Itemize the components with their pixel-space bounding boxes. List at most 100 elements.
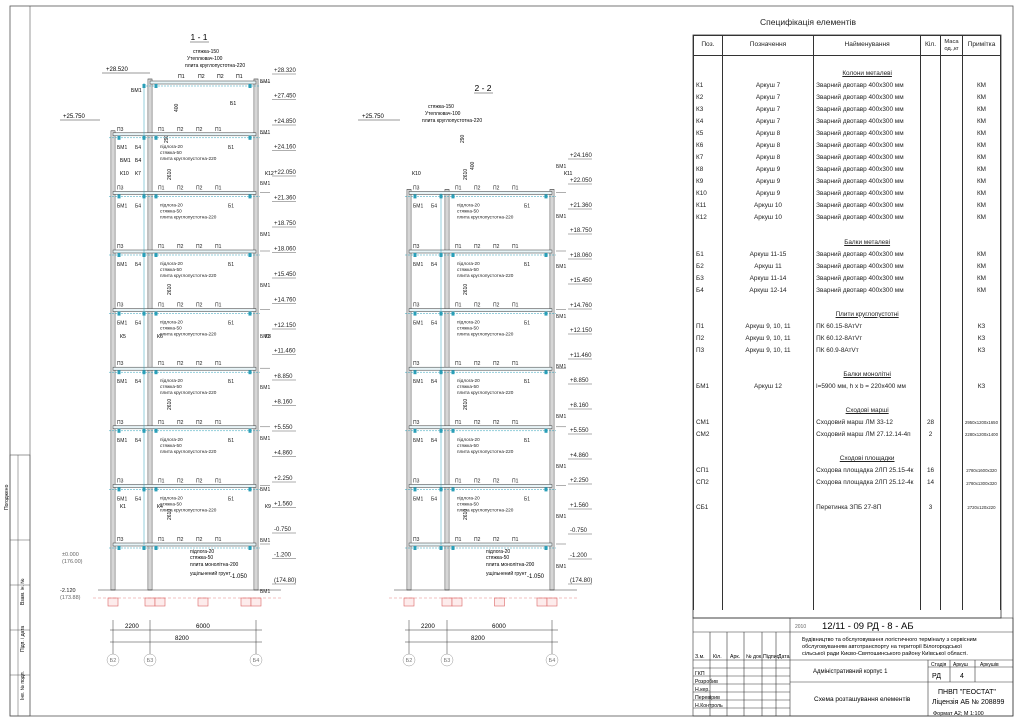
- spec-cell-pos: К8: [693, 164, 723, 177]
- slab-label: П1: [455, 420, 462, 426]
- side-label-agreed: Погоджено: [4, 484, 10, 510]
- spec-blank-row: [693, 224, 1002, 237]
- spec-cell-qty: [920, 164, 942, 177]
- beam-label: БМ1: [556, 364, 566, 370]
- svg-text:Ліцензія АБ № 208899: Ліцензія АБ № 208899: [932, 698, 1004, 706]
- spec-cell-qty: [920, 284, 942, 297]
- floor-note: підлога-20: [160, 144, 183, 149]
- spec-cell-name: Сходова площадка 2ЛП 25.12-4к: [813, 477, 922, 490]
- foundation: [107, 597, 119, 607]
- svg-text:П1: П1: [178, 74, 185, 80]
- floor-note: підлога-20: [160, 202, 183, 207]
- beam-block: [451, 194, 455, 199]
- svg-text:+28.520: +28.520: [106, 67, 129, 73]
- spec-cell-note: КМ: [961, 176, 1002, 189]
- svg-text:-2.120: -2.120: [60, 588, 76, 594]
- level-label: +5.550: [274, 425, 293, 431]
- spec-cell-note: КЗ: [961, 321, 1002, 334]
- spec-blank-row: [693, 537, 1002, 550]
- svg-text:№ док.: № док.: [746, 654, 763, 660]
- slab-label: П2: [177, 361, 184, 367]
- floor-slab: [112, 542, 257, 547]
- beam-block: [154, 428, 158, 433]
- beam-block: [154, 135, 158, 140]
- level-label: +24.850: [274, 119, 297, 125]
- section-2-ground-note: підлога-20 стяжка-50 плита монолітна-200…: [486, 549, 535, 577]
- beam-block: [154, 311, 158, 316]
- svg-text:Утеплювач-100: Утеплювач-100: [187, 56, 223, 62]
- spec-cell-qty: 16: [920, 465, 942, 478]
- slab-label: П2: [493, 537, 500, 543]
- slab-label: П2: [493, 478, 500, 484]
- svg-text:6000: 6000: [492, 623, 506, 630]
- beam-label: Б4: [135, 203, 141, 209]
- svg-text:К1: К1: [120, 504, 126, 510]
- side-stamp: Погоджено Взам. ін. № Підп. і дата Інв. …: [4, 454, 31, 717]
- section-1-left-levels: +28.520 +25.750: [60, 67, 150, 121]
- spec-cell-mass: [940, 381, 963, 394]
- svg-text:К5: К5: [120, 334, 126, 340]
- spec-cell-des: [721, 501, 815, 514]
- beam-block: [544, 428, 548, 433]
- floor-slab: [112, 308, 257, 312]
- spec-cell-pos: Б1: [693, 248, 723, 261]
- beam-label: Б1: [524, 262, 530, 268]
- svg-text:Н.Контроль: Н.Контроль: [695, 703, 723, 709]
- storey-height-labels: 2610 2610 2610 2610 2610 2610 2610 2610: [167, 169, 469, 520]
- beam-label: БМ1: [260, 385, 270, 391]
- level-label: +18.060: [274, 247, 297, 253]
- svg-text:плита монолітна-200: плита монолітна-200: [190, 562, 239, 568]
- slab-label: П1: [158, 361, 165, 367]
- svg-text:Н.кер.: Н.кер.: [695, 687, 710, 693]
- svg-text:плита монолітна-200: плита монолітна-200: [486, 562, 535, 568]
- beam-label: БМ1: [260, 487, 270, 493]
- level-label: (174.80): [570, 578, 592, 584]
- svg-text:стяжка-50: стяжка-50: [486, 555, 509, 561]
- spec-cell-des: Аркуш 9: [721, 176, 815, 189]
- level-label: -1.200: [570, 553, 588, 559]
- title-block: [692, 617, 1014, 717]
- spec-cell-qty: [920, 188, 942, 201]
- spec-cell-name: Зварний двотавр 400х300 мм: [813, 104, 922, 117]
- spec-cell-mass: [940, 176, 963, 189]
- svg-text:ГКП: ГКП: [695, 671, 705, 677]
- floor-note: підлога-20: [160, 437, 183, 442]
- floor-slab: [408, 542, 553, 547]
- floor-slab: [112, 132, 257, 137]
- foundation: [250, 597, 262, 607]
- spec-blank-row: [693, 549, 1002, 562]
- spec-cell-note: КЗ: [961, 381, 1002, 394]
- side-label-inv: Інв. № подл.: [20, 671, 26, 700]
- spec-cell-name: Зварний двотавр 400х300 мм: [813, 80, 922, 93]
- slab-label: П3: [413, 244, 420, 250]
- slab-label: П2: [493, 303, 500, 309]
- section-1-right-levels: +28.320БМ1+27.450+24.850БМ1+24.160+22.05…: [260, 68, 297, 595]
- floor-slab: [408, 191, 553, 195]
- svg-text:2200: 2200: [421, 623, 435, 630]
- svg-text:4: 4: [960, 673, 964, 680]
- side-label-replace: Взам. ін. №: [20, 578, 26, 605]
- spec-cell-note: КМ: [961, 116, 1002, 129]
- level-label: +24.160: [570, 153, 593, 159]
- slab-label: П2: [177, 478, 184, 484]
- floor-slab: [112, 425, 257, 430]
- beam-block: [117, 428, 121, 433]
- spec-cell-mass: [940, 417, 963, 430]
- floor-note: стяжка-50: [160, 150, 182, 155]
- svg-text:2610: 2610: [167, 169, 173, 180]
- floor-note: плита круглопустотна-220: [457, 390, 514, 395]
- slab-label: П3: [413, 303, 420, 309]
- floor-note: підлога-20: [160, 320, 183, 325]
- slab-label: П2: [474, 244, 481, 250]
- beam-label: БМ1: [117, 379, 127, 385]
- floor-note: підлога-20: [457, 495, 480, 500]
- svg-text:П2: П2: [198, 74, 205, 80]
- slab-label: П1: [158, 244, 165, 250]
- spec-cell-name: Сходовий марш ЛМ 33-12: [813, 417, 922, 430]
- beam-block: [117, 487, 121, 492]
- side-label-sign: Підп. і дата: [20, 626, 26, 652]
